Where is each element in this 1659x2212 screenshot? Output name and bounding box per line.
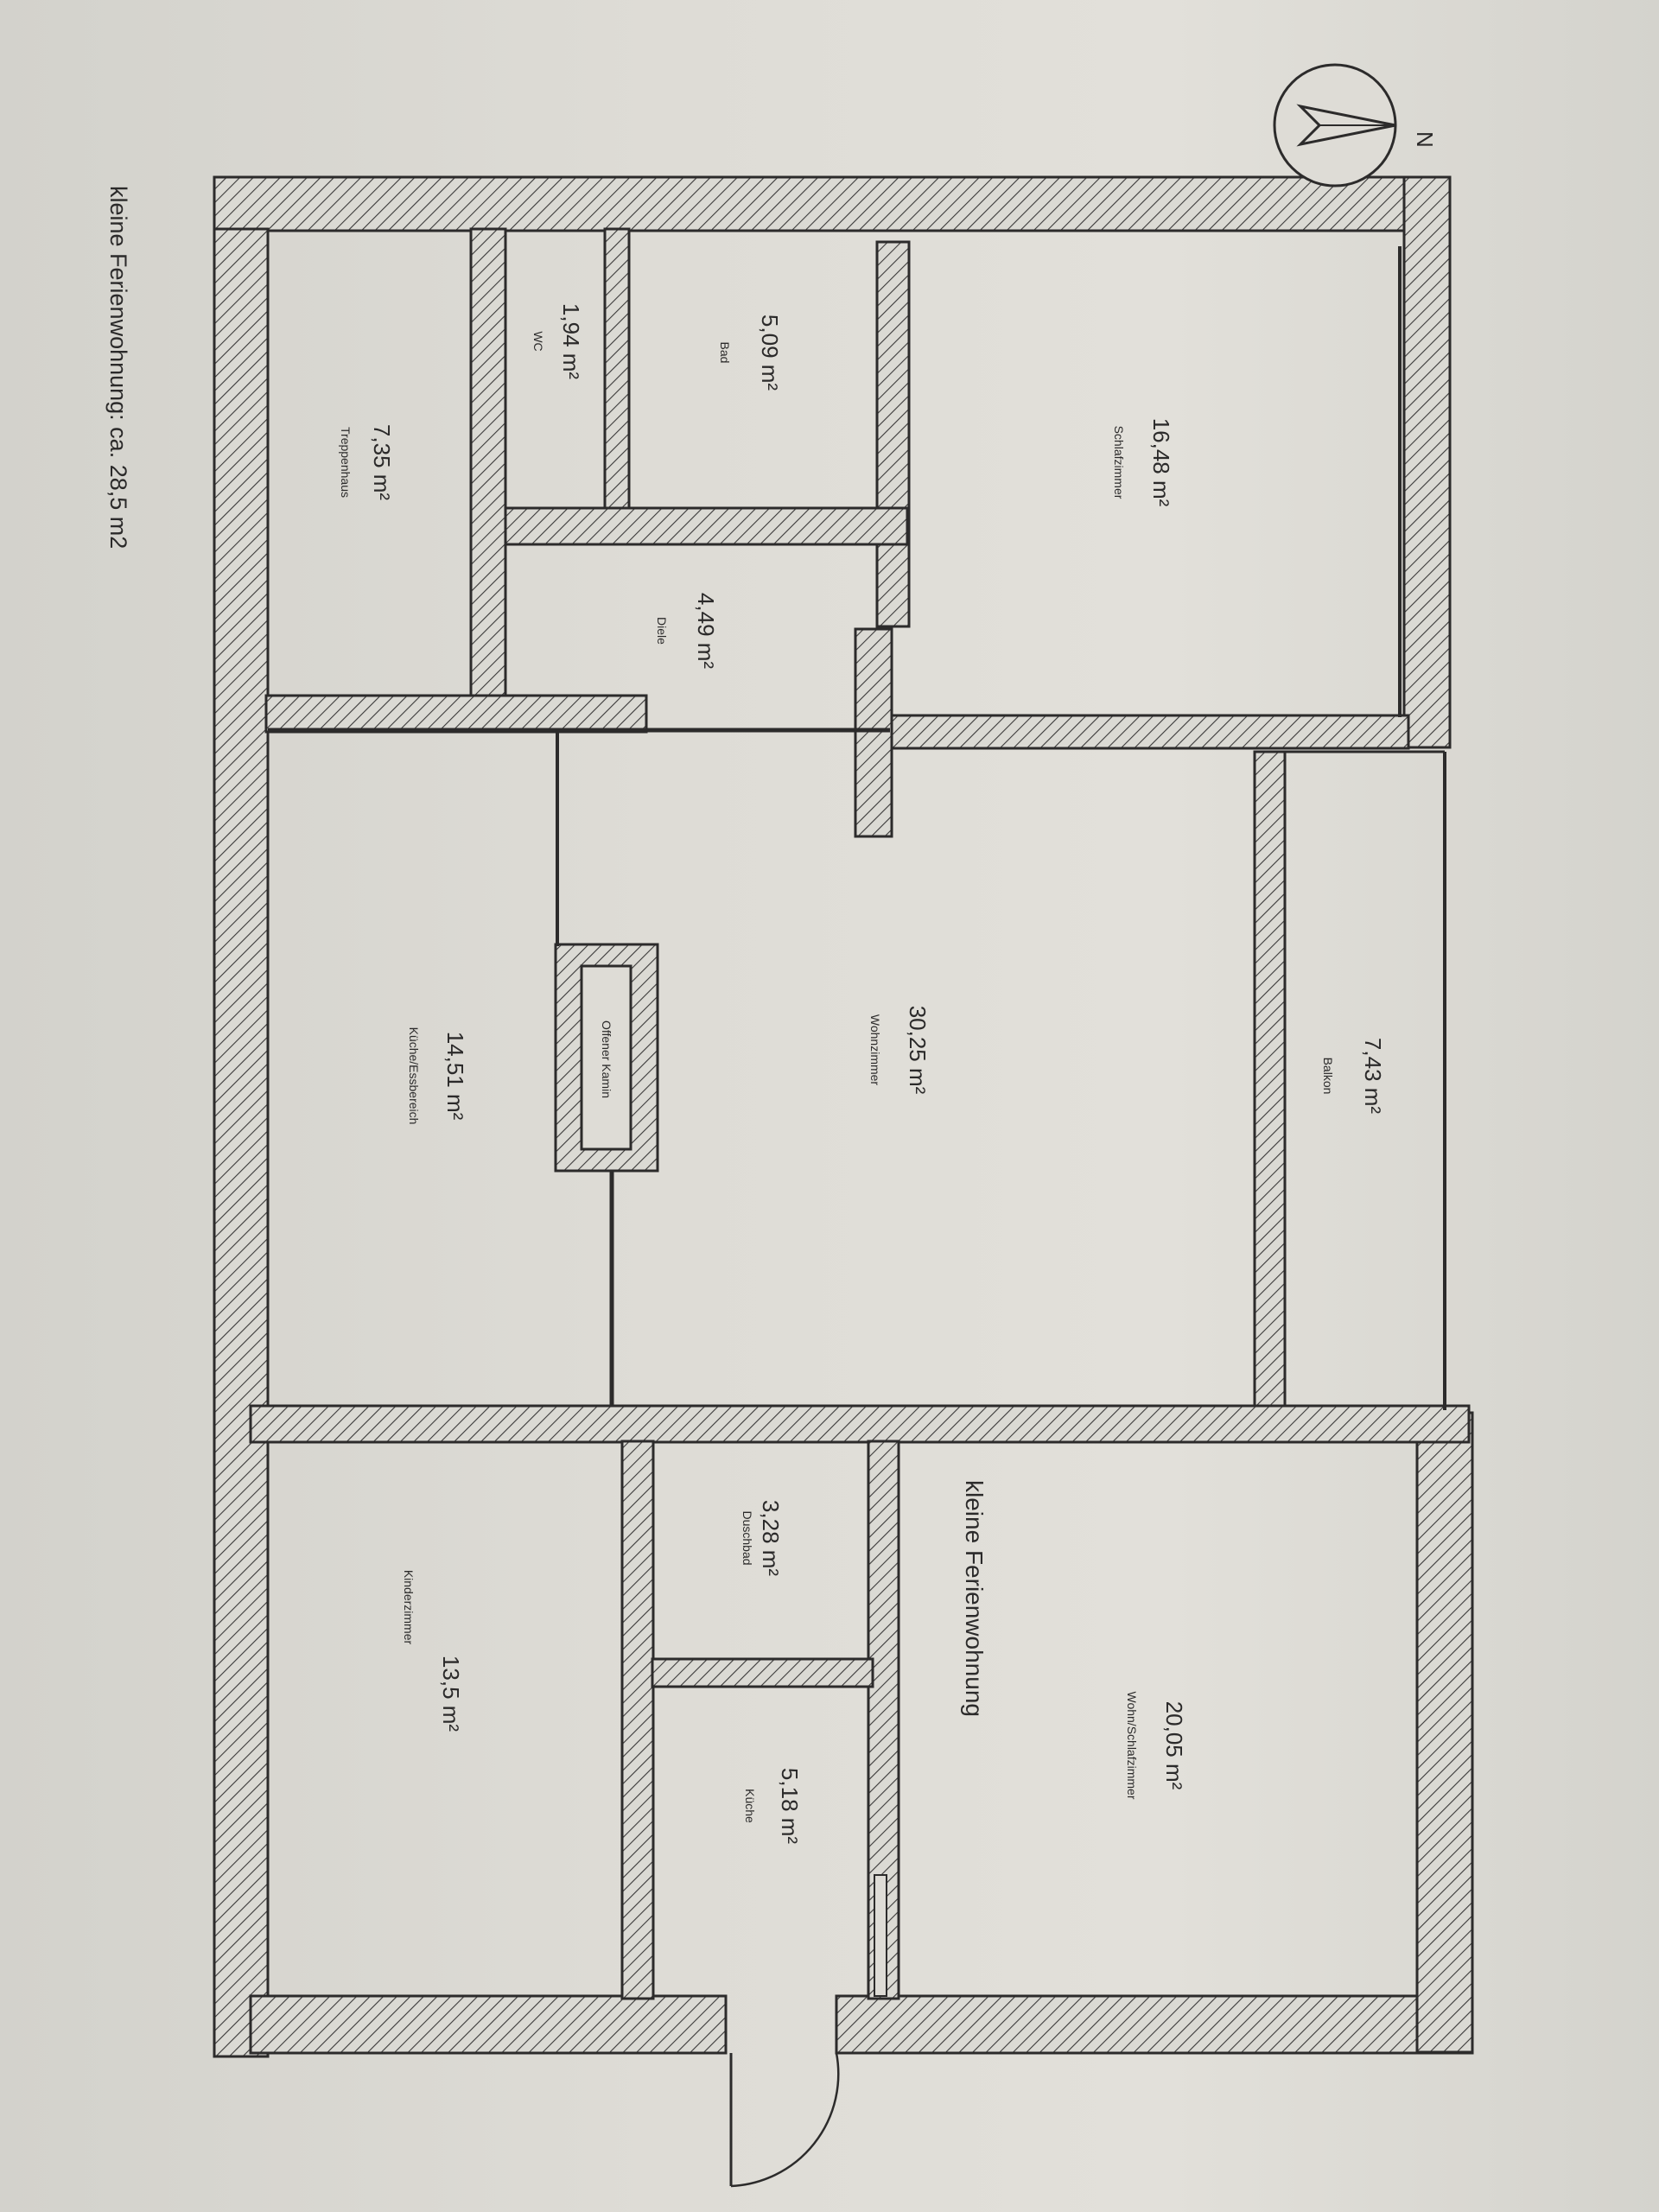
wall-duschbad-bottom [651, 1657, 874, 1688]
room-wc: 1,94 m² WC [531, 303, 584, 379]
outer-wall-top [213, 227, 270, 2058]
room-area: 20,05 m² [1161, 1701, 1187, 1790]
room-area: 3,28 m² [758, 1500, 784, 1576]
outer-wall-east-south [1402, 175, 1452, 749]
door-swing [730, 2052, 840, 2188]
wall-middle-horizontal [249, 1404, 1471, 1444]
room-name: Bad [718, 342, 732, 364]
room-kueche: 5,18 m² Küche [743, 1768, 803, 1844]
room-area: 13,5 m² [438, 1656, 464, 1732]
room-diele: 4,49 m² Diele [655, 593, 719, 669]
wall-treppenhaus-bottom [264, 694, 648, 734]
window-kueche [874, 1874, 887, 1997]
room-area: 7,35 m² [369, 424, 395, 500]
room-kamin: Offener Kamin [600, 1020, 613, 1098]
room-name: WC [531, 331, 545, 351]
north-label: N [1412, 131, 1438, 148]
room-balkon: 7,43 m² Balkon [1321, 1038, 1386, 1114]
room-bad: 5,09 m² Bad [718, 315, 783, 391]
room-area: 5,09 m² [757, 315, 783, 391]
apartment-note: kleine Ferienwohnung: ca. 28,5 m2 [105, 186, 131, 549]
room-wohn-schlafzimmer: 20,05 m² Wohn/Schlafzimmer [1125, 1691, 1187, 1799]
room-area: 1,94 m² [558, 303, 584, 379]
outer-wall-bottom-right [835, 1994, 1474, 2055]
room-area: 16,48 m² [1148, 418, 1174, 507]
wall-diele-stub [854, 627, 893, 838]
room-name: Küche [743, 1789, 757, 1823]
room-treppenhaus: 7,35 m² Treppenhaus [339, 424, 395, 500]
thin-lines [268, 246, 1446, 2188]
room-name: Küche/Essbereich [407, 1027, 421, 1125]
room-area: 5,18 m² [777, 1768, 803, 1844]
north-arrow-icon [1273, 63, 1397, 188]
room-kueche-essbereich: 14,51 m² Küche/Essbereich [407, 1027, 468, 1125]
wall-wc-right [603, 227, 631, 512]
wall-kinderzimmer-right [620, 1440, 655, 2000]
walls [213, 175, 1474, 2058]
outer-wall-right-lower [1415, 1411, 1474, 2054]
wall-bad-right [875, 240, 911, 628]
outer-wall-bottom-left [249, 1994, 728, 2055]
room-kinderzimmer: 13,5 m² Kinderzimmer [402, 1570, 464, 1732]
room-name: Wohn/Schlafzimmer [1125, 1691, 1139, 1799]
wall-under-wc [504, 506, 909, 546]
room-area: 7,43 m² [1360, 1038, 1386, 1114]
room-labels: 7,35 m² Treppenhaus 1,94 m² WC 5,09 m² B… [339, 303, 1386, 1844]
room-name: Treppenhaus [339, 427, 353, 498]
wall-schlafzimmer-bottom [890, 714, 1410, 750]
kamin-inner [580, 964, 632, 1151]
room-name: Balkon [1321, 1058, 1335, 1095]
room-name: Diele [655, 617, 669, 645]
apartment-label: kleine Ferienwohnung [961, 1480, 988, 1717]
room-duschbad: 3,28 m² Duschbad [741, 1500, 784, 1576]
outer-wall-east-north [213, 175, 1452, 232]
room-name: Offener Kamin [600, 1020, 613, 1098]
room-schlafzimmer: 16,48 m² Schlafzimmer [1112, 418, 1174, 507]
room-area: 30,25 m² [905, 1006, 931, 1095]
room-name: Wohnzimmer [868, 1014, 882, 1086]
room-area: 14,51 m² [442, 1032, 468, 1121]
room-name: Schlafzimmer [1112, 426, 1126, 499]
room-wohnzimmer: 30,25 m² Wohnzimmer [868, 1006, 931, 1095]
room-name: Kinderzimmer [402, 1570, 416, 1645]
room-name: Duschbad [741, 1510, 754, 1565]
room-area: 4,49 m² [693, 593, 719, 669]
wall-balkon-left [1253, 750, 1287, 1414]
wall-wc-left [469, 227, 507, 732]
